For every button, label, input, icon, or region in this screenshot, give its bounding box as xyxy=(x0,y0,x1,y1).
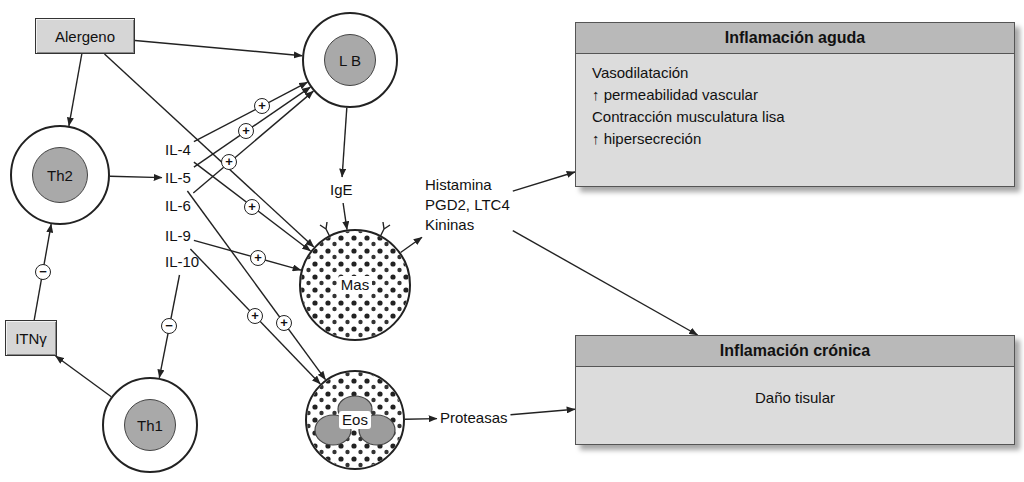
text-label: IL-6 xyxy=(165,196,191,216)
cytokine-label: IL-9 xyxy=(165,226,191,246)
arrow-connector xyxy=(513,172,575,191)
chronic-panel: Inflamación crónicaDaño tisular xyxy=(575,335,1015,445)
sign-label: + xyxy=(247,308,263,324)
arrow-connector xyxy=(513,231,698,335)
cell-label: Mas xyxy=(338,276,372,294)
arrow-connector xyxy=(135,41,302,56)
arrow-connector xyxy=(105,54,314,247)
th2-cell: Th2 xyxy=(10,125,110,225)
sign-label: + xyxy=(244,199,260,215)
arrow-connector xyxy=(511,409,576,415)
cytokine-label: IL-6 xyxy=(165,196,191,216)
cytokine-label: IL-5 xyxy=(165,168,191,188)
cytokine-label: IL-10 xyxy=(165,252,199,272)
effect-line: ↑ hipersecreción xyxy=(592,128,998,150)
arrow-connector xyxy=(34,224,51,320)
text-label: IL-9 xyxy=(165,226,191,246)
text-label: IgE xyxy=(330,180,353,200)
sign-label: − xyxy=(161,318,177,334)
effect-line: Daño tisular xyxy=(592,387,998,409)
arrow-connector xyxy=(342,108,347,177)
cell-label: Th2 xyxy=(32,147,88,203)
text-label: IL-4 xyxy=(165,140,191,160)
effect-line: ↑ permeabilidad vascular xyxy=(592,84,998,106)
arrow-connector xyxy=(194,240,301,270)
mediator-list: HistaminaPGD2, LTC4Kininas xyxy=(425,175,510,235)
cell-label: L B xyxy=(324,34,376,86)
eosinophil-granules xyxy=(307,372,403,468)
mast-cell: Mas xyxy=(299,229,411,341)
arrow-connector xyxy=(159,275,179,378)
sign-label: + xyxy=(276,315,292,331)
arrow-connector xyxy=(405,418,437,420)
mediator-name: Kininas xyxy=(425,215,510,235)
allergen-box: Alergeno xyxy=(35,18,135,54)
mediator-name: Histamina xyxy=(425,175,510,195)
box-label: Alergeno xyxy=(55,28,115,45)
effect-line: Contracción musculatura lisa xyxy=(592,106,998,128)
eosinophil: Eos xyxy=(305,370,405,470)
cytokine-label: IL-4 xyxy=(165,140,191,160)
text-label: IL-5 xyxy=(165,168,191,188)
arrow-connector xyxy=(194,82,308,142)
arrow-connector xyxy=(187,191,325,380)
sign-label: + xyxy=(238,123,254,139)
text-label: Proteasas xyxy=(440,408,508,428)
panel-body: Vasodilatación↑ permeabilidad vascularCo… xyxy=(576,54,1014,158)
acute-panel: Inflamación agudaVasodilatación↑ permeab… xyxy=(575,22,1015,187)
sign-label: − xyxy=(35,264,51,280)
protease-label: Proteasas xyxy=(440,408,508,428)
arrow-connector xyxy=(110,176,162,177)
mediator-name: PGD2, LTC4 xyxy=(425,195,510,215)
panel-heading: Inflamación crónica xyxy=(576,336,1014,367)
eosinophil-nucleus xyxy=(315,396,395,445)
arrow-connector xyxy=(56,356,112,397)
interferon-box: ITNγ xyxy=(5,320,57,356)
text-label: IL-10 xyxy=(165,252,199,272)
arrow-connector xyxy=(194,87,311,167)
arrow-connector xyxy=(69,54,82,126)
cell-label: Th1 xyxy=(124,399,176,451)
panel-heading: Inflamación aguda xyxy=(576,23,1014,54)
sign-label: + xyxy=(250,250,266,266)
arrow-connector xyxy=(343,203,347,230)
mast-granules xyxy=(301,231,409,339)
cell-label: Eos xyxy=(339,411,371,429)
arrow-connector xyxy=(193,91,313,193)
sign-label: + xyxy=(221,154,237,170)
box-label: ITNγ xyxy=(15,330,47,347)
arrow-connector xyxy=(194,162,311,251)
b-cell: L B xyxy=(302,12,398,108)
effect-line: Vasodilatación xyxy=(592,62,998,84)
th1-cell: Th1 xyxy=(102,377,198,473)
panel-body: Daño tisular xyxy=(576,367,1014,429)
arrow-connector xyxy=(401,237,422,252)
sign-label: + xyxy=(254,98,270,114)
ige-label: IgE xyxy=(330,180,353,200)
